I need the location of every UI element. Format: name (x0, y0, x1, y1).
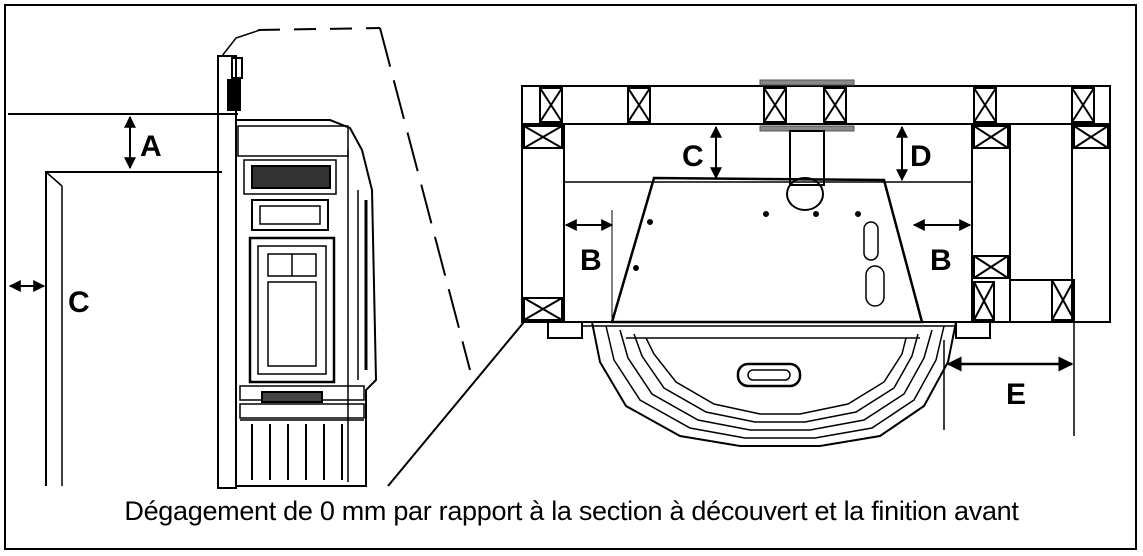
label-d: D (910, 140, 932, 173)
upper-beam (521, 85, 1111, 125)
detail-line-right (379, 27, 471, 371)
label-c-side: C (68, 286, 90, 319)
mantel-outline (45, 171, 222, 486)
label-c-plan: C (682, 140, 704, 173)
stove-plan-view (547, 176, 991, 447)
right-framing-outer (1071, 123, 1111, 323)
label-b-left: B (580, 244, 602, 277)
diagram-caption: Dégagement de 0 mm par rapport à la sect… (124, 496, 1019, 526)
left-framing (521, 123, 565, 323)
label-e: E (1006, 378, 1026, 411)
detail-line-bottom (387, 321, 525, 487)
diagram-frame (4, 4, 1137, 550)
wall-column (217, 55, 237, 489)
side-elevation-view (8, 27, 525, 489)
label-b-right: B (930, 244, 952, 277)
flue-pipe (789, 130, 825, 186)
plan-view (521, 79, 1111, 447)
detail-line-top (257, 27, 381, 31)
right-framing-inner (971, 123, 1011, 323)
stove-side-view (235, 119, 378, 487)
label-a: A (140, 130, 162, 163)
